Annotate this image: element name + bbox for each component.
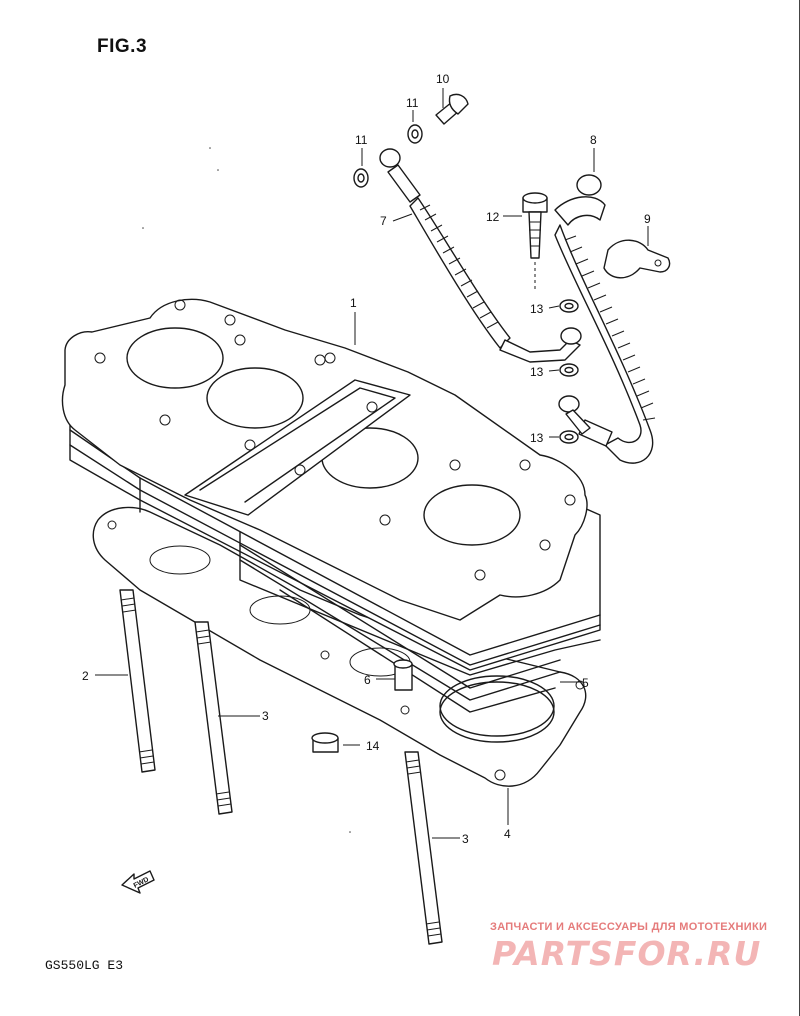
forward-arrow-icon: FWD [121, 870, 155, 894]
callout-13b: 13 [530, 365, 544, 379]
gasket-washer-13c [559, 430, 579, 444]
gasket-washer-13a [559, 299, 579, 313]
stud-bolt-2 [119, 589, 156, 773]
callout-9: 9 [644, 212, 651, 226]
callout-6: 6 [364, 673, 371, 687]
callout-3b: 3 [462, 832, 469, 846]
figure-title: FIG.3 [97, 36, 148, 57]
callout-11a: 11 [406, 96, 419, 110]
hose-clamp [603, 239, 671, 279]
callout-14: 14 [366, 739, 380, 753]
callout-1: 1 [350, 296, 357, 310]
callout-10: 10 [436, 72, 450, 86]
leader-lines [95, 88, 649, 839]
model-code: GS550LG E3 [45, 958, 124, 973]
union-bolt-12 [522, 192, 548, 259]
callout-8: 8 [590, 133, 597, 147]
dowel-pin [393, 659, 413, 691]
gasket-washer-11a [353, 168, 369, 188]
cylinder-block [61, 298, 601, 713]
callout-13a: 13 [530, 302, 544, 316]
callout-2: 2 [82, 669, 89, 683]
stud-bolt-3b [404, 751, 443, 945]
oil-hose-short [379, 148, 582, 363]
oil-hose-long [554, 174, 656, 464]
stud-bolt-3a [194, 621, 233, 815]
union-bolt-10 [435, 93, 469, 125]
callout-4: 4 [504, 827, 511, 841]
callout-13c: 13 [530, 431, 544, 445]
callout-12: 12 [486, 210, 500, 224]
gasket-washer-11b [407, 124, 423, 144]
callout-7: 7 [380, 214, 387, 228]
gasket-washer-13b [559, 363, 579, 377]
watermark-tagline: ЗАПЧАСТИ И АКСЕССУАРЫ ДЛЯ МОТОТЕХНИКИ [490, 921, 768, 933]
rubber-cap [311, 732, 339, 753]
callout-11b: 11 [355, 133, 368, 147]
callout-5: 5 [582, 676, 589, 690]
watermark-logo: PARTSFOR.RU [492, 934, 762, 973]
callout-3a: 3 [262, 709, 269, 723]
o-ring [439, 675, 555, 743]
